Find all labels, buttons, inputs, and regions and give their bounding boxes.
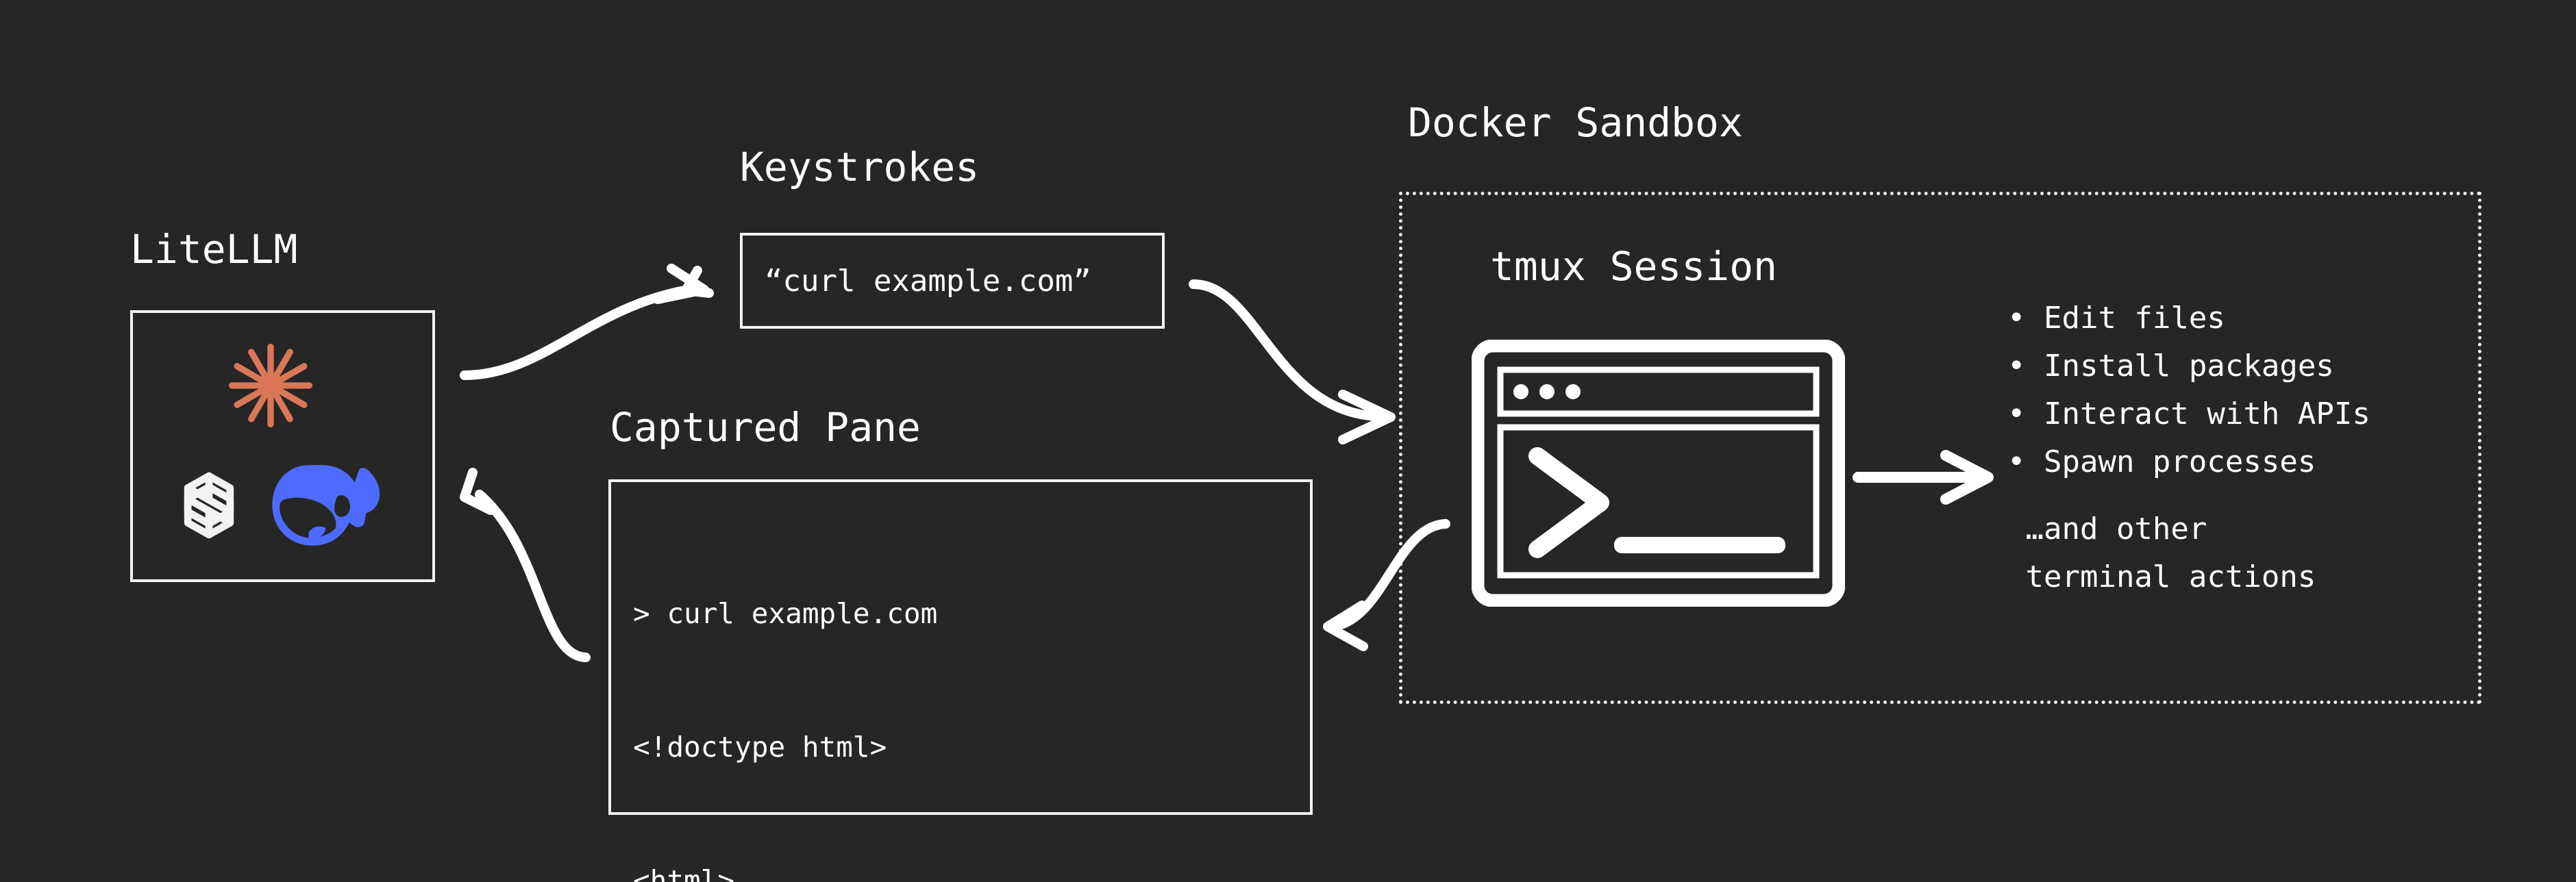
keystrokes-value-box: “curl example.com” — [740, 233, 1165, 329]
captured-pane-output: > curl example.com <!doctype html> <html… — [633, 503, 1310, 882]
capability-tail-line: …and other — [2007, 512, 2207, 546]
pane-line: <html> — [633, 864, 735, 882]
terminal-window-icon — [1472, 340, 1845, 607]
deepseek-whale-logo-icon — [272, 465, 380, 546]
keystrokes-title: Keystrokes — [740, 144, 980, 190]
claude-logo-icon — [228, 343, 313, 428]
keystrokes-value-text: “curl example.com” — [765, 263, 1091, 299]
litellm-logo-group — [130, 310, 435, 582]
capability-item: • Install packages — [2007, 349, 2334, 383]
captured-pane-box: > curl example.com <!doctype html> <html… — [608, 479, 1313, 882]
docker-sandbox-title: Docker Sandbox — [1408, 99, 1743, 146]
terminal-capabilities-list: • Edit files • Install packages • Intera… — [2007, 294, 2370, 601]
litellm-provider-box — [130, 310, 435, 582]
captured-pane-title: Captured Pane — [610, 404, 921, 451]
capability-item: • Interact with APIs — [2007, 396, 2370, 431]
capability-item: • Edit files — [2007, 301, 2225, 336]
tmux-session-title: tmux Session — [1490, 243, 1778, 290]
capability-tail-line: terminal actions — [2007, 559, 2316, 594]
openai-logo-icon — [184, 472, 234, 539]
arrow-keystrokes-to-terminal — [1189, 279, 1396, 444]
litellm-title: LiteLLM — [130, 226, 298, 273]
capability-item: • Spawn processes — [2007, 444, 2316, 479]
docker-sandbox-region — [1399, 192, 2481, 704]
arrow-litellm-to-keystrokes — [460, 264, 714, 380]
arrow-captured-pane-to-litellm — [460, 468, 591, 662]
pane-line: <!doctype html> — [633, 731, 887, 764]
pane-line: > curl example.com — [633, 597, 938, 630]
